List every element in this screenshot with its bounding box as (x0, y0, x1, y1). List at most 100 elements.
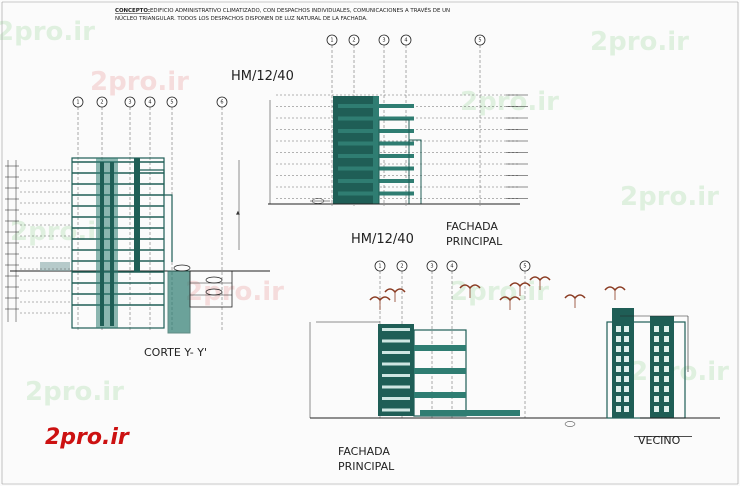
watermark-text: 2pro.ir (620, 182, 719, 212)
window (664, 336, 669, 342)
tree-symbol (604, 286, 626, 292)
floor-band (382, 385, 410, 389)
floor-band (382, 339, 410, 343)
floor-band (382, 328, 410, 331)
floor-band (382, 374, 410, 377)
window (654, 386, 659, 392)
window (664, 356, 669, 362)
window (664, 376, 669, 382)
watermark-text: 2pro.ir (450, 277, 549, 307)
concept-line-2: NÚCLEO TRIANGULAR. TODOS LOS DESPACHOS D… (115, 15, 368, 22)
grid-axis-bubble (446, 260, 458, 272)
brand-logo: 2pro.ir (45, 425, 130, 450)
window (664, 366, 669, 372)
brand-logo-text: 2pro.ir (45, 425, 130, 450)
window (664, 396, 669, 402)
section-title: CORTE Y- Y' (144, 346, 207, 359)
grid-axis-bubble (144, 96, 156, 108)
grid-axis-bubble (519, 260, 531, 272)
grid-axis-bubble (348, 34, 360, 46)
watermark-text: 2pro.ir (460, 87, 559, 117)
concept-note: CONCEPTO: EDIFICIO ADMINISTRATIVO CLIMAT… (115, 6, 450, 22)
grid-axis-label: 1 (378, 264, 381, 270)
neighbor-building-view: VECINO (606, 308, 700, 447)
grid-axis-bubble (396, 260, 408, 272)
grid-axis-bubble (426, 260, 438, 272)
window (616, 376, 621, 382)
window (624, 326, 629, 332)
facade-bottom-view: HM/12/40 1 2 3 4 5 FACHADA PRINCIPAL (309, 232, 720, 473)
grid-axis-label: 1 (76, 100, 79, 106)
watermark-text: 2pro.ir (590, 27, 689, 57)
neighbor-windows (616, 326, 669, 412)
window (664, 386, 669, 392)
window (654, 356, 659, 362)
window (664, 346, 669, 352)
grid-axis-label: 3 (430, 264, 433, 270)
grid-axis-bubble (474, 34, 486, 46)
facade-bottom-caption-2: PRINCIPAL (338, 460, 395, 473)
concept-line-1: EDIFICIO ADMINISTRATIVO CLIMATIZADO, CON… (150, 6, 450, 14)
grid-axis-bubble (72, 96, 84, 108)
grid-axis-label: 5 (523, 264, 526, 270)
facade-bottom-title: HM/12/40 (351, 232, 414, 247)
grid-axis-label: 3 (128, 100, 131, 106)
grid-axis-bubble (96, 96, 108, 108)
window (654, 396, 659, 402)
window (654, 376, 659, 382)
watermark-text: 2pro.ir (0, 17, 95, 47)
window (616, 326, 621, 332)
window (624, 356, 629, 362)
window (624, 376, 629, 382)
tree-symbol (564, 294, 586, 300)
grid-axis-label: 5 (170, 100, 173, 106)
window (616, 406, 621, 412)
window (616, 386, 621, 392)
grid-axis-bubble (166, 96, 178, 108)
window (654, 336, 659, 342)
window (624, 386, 629, 392)
watermark-text: 2pro.ir (90, 67, 189, 97)
window (654, 346, 659, 352)
window (624, 366, 629, 372)
grid-axis-label: 4 (450, 264, 453, 270)
window (616, 336, 621, 342)
facade-bottom-caption-1: FACHADA (338, 445, 390, 458)
floor-band (382, 408, 410, 412)
watermark-text: 2pro.ir (25, 377, 124, 407)
grid-axis-label: 3 (382, 38, 385, 44)
window (664, 326, 669, 332)
window (624, 396, 629, 402)
window (654, 406, 659, 412)
grid-axis-label: 5 (478, 38, 481, 44)
floor-band (382, 397, 410, 400)
grid-axis-bubble (374, 260, 386, 272)
grid-axis-label: 2 (400, 264, 403, 270)
dimension-label: ▲ (236, 210, 240, 216)
window (616, 356, 621, 362)
grid-axis-bubble (326, 34, 338, 46)
grid-axis-label: 6 (220, 100, 223, 106)
facade-top-title: HM/12/40 (231, 69, 294, 84)
watermark-text: 2pro.ir (10, 217, 109, 247)
grid-axis-label: 4 (148, 100, 151, 106)
tree-symbols (369, 276, 626, 310)
floor-band (382, 351, 410, 354)
grid-axis-bubble (378, 34, 390, 46)
grid-axis-bubble (124, 96, 136, 108)
window (624, 346, 629, 352)
watermark-layer: 2pro.ir 2pro.ir 2pro.ir 2pro.ir 2pro.ir … (0, 17, 729, 407)
watermark-text: 2pro.ir (630, 357, 729, 387)
window (654, 326, 659, 332)
neighbor-caption: VECINO (638, 434, 681, 447)
section-level-ticks (5, 165, 19, 310)
window (616, 396, 621, 402)
window (624, 406, 629, 412)
grid-axis-label: 2 (352, 38, 355, 44)
concept-label: CONCEPTO: (115, 8, 150, 14)
grid-axis-bubble (216, 96, 228, 108)
